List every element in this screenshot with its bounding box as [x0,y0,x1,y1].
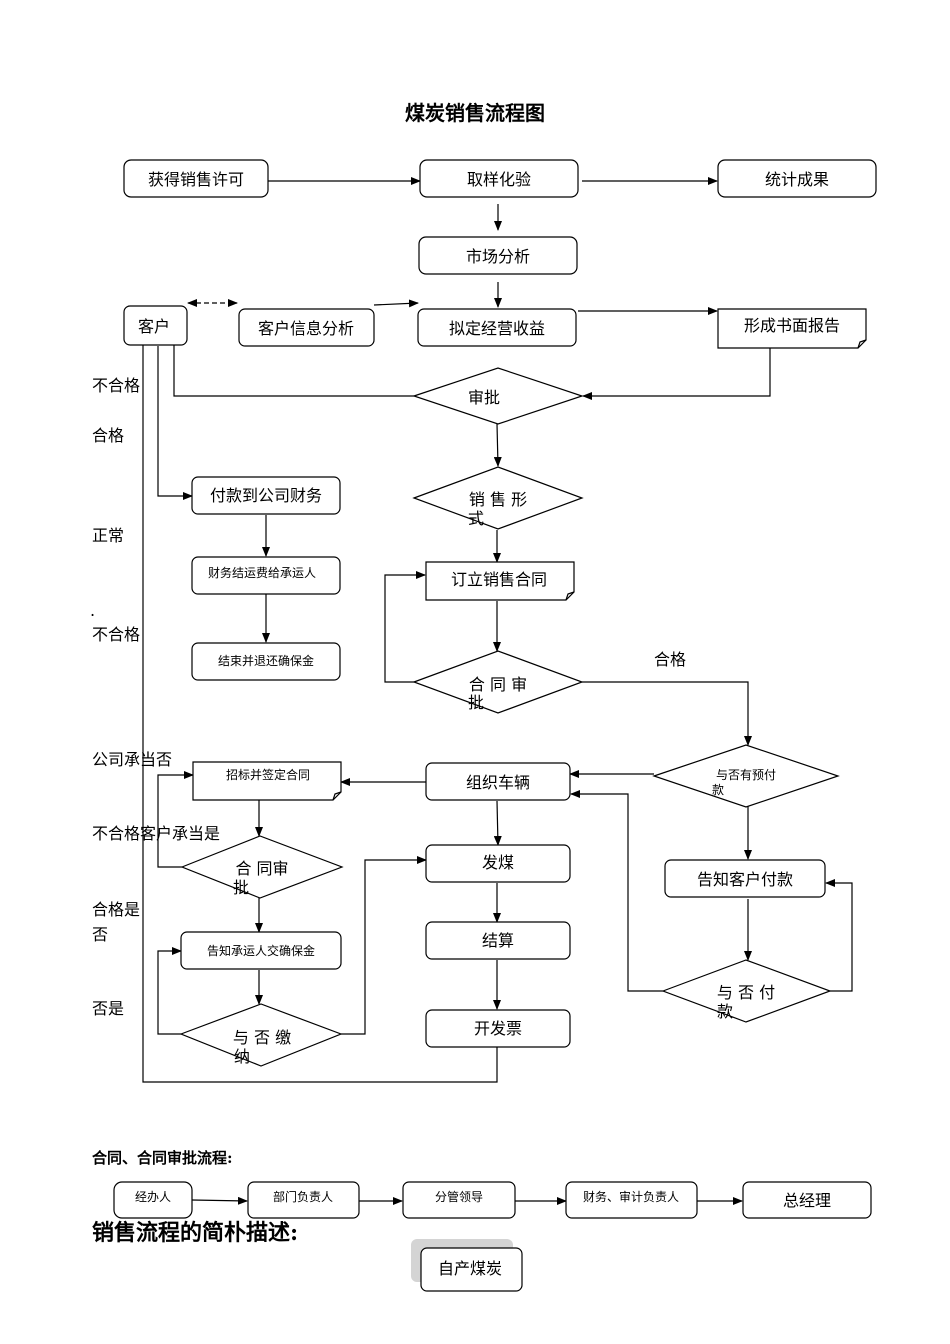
node-label: 合 同审 [235,859,288,878]
node-finance-settle: 财务结运费给承运人 [191,556,341,595]
node-label: 合 同 审 [469,675,527,694]
node-sign-contract: 订立销售合同 [425,561,575,601]
label-unq-customer: 不合格客户承当是 [92,824,220,843]
node-label: 招标并签定合同 [226,767,310,782]
node-contract-review: 合 同 审 批 [412,650,584,714]
node-label: 与 否 缴 [233,1028,291,1047]
node-label: 市场分析 [466,247,530,266]
node-sampling: 取样化验 [419,159,579,198]
connectors [139,177,853,1205]
node-label: 客户信息分析 [258,319,354,338]
node-notify-pay: 告知客户付款 [664,859,826,898]
label-unqualified-2: 不合格 [92,625,140,644]
description-heading: 销售流程的简朴描述: [92,1220,298,1246]
node-label: 审批 [468,388,500,407]
step-label: 总经理 [783,1191,831,1210]
contract-step-supervisor: 分管领导 [402,1181,516,1219]
node-contract-review-b: 合 同审 批 [180,835,344,899]
node-license: 获得销售许可 [123,159,269,198]
node-organize-vehicles: 组织车辆 [425,762,571,801]
node-customer-info: 客户信息分析 [238,308,375,347]
node-plan-revenue: 拟定经营收益 [417,308,577,347]
contract-step-finance-audit: 财务、审计负责人 [565,1181,698,1219]
step-label: 财务、审计负责人 [583,1189,679,1204]
node-prepay: 与否有预付 款 [652,744,840,808]
label-qualified: 合格 [92,426,124,445]
node-label: 订立销售合同 [451,570,547,589]
node-label: 财务结运费给承运人 [208,565,316,580]
node-settle: 结算 [425,921,571,960]
node-pay-finance: 付款到公司财务 [191,476,341,515]
node-stats: 统计成果 [717,159,877,198]
node-label: 批 [468,693,484,712]
label-unqualified: 不合格 [92,376,140,395]
node-bid-contract: 招标并签定合同 [192,761,342,801]
label-company-bears: 公司承当否 [92,750,172,769]
node-label: 拟定经营收益 [449,319,545,338]
node-label: 结算 [482,931,514,950]
node-written-report: 形成书面报告 [717,308,867,349]
node-label: 获得销售许可 [148,170,244,189]
label-dot: . [90,601,95,620]
node-customer: 客户 [123,305,188,346]
node-label: 开发票 [474,1019,522,1038]
node-label: 客户 [138,317,170,336]
node-label: 告知承运人交确保金 [207,943,315,958]
contract-step-gm: 总经理 [742,1181,872,1219]
node-sales-form: 销 售 形 式 [412,466,584,530]
node-approval: 审批 [412,367,584,425]
step-label: 部门负责人 [273,1189,333,1204]
node-market: 市场分析 [418,236,578,275]
label-qual-yes: 合格是 [92,900,140,919]
node-label: 告知客户付款 [697,870,793,889]
node-label: 组织车辆 [466,773,530,792]
node-self-produced-coal: 自产煤炭 [411,1239,523,1292]
node-label: 纳 [234,1047,250,1066]
side-labels: 不合格 合格 正常 . 不合格 合格 公司承当否 不合格客户承当是 合格是 否 … [90,376,686,1018]
label-normal: 正常 [92,526,124,545]
node-label: 与 否 付 [717,983,775,1002]
label-no-yes: 否是 [92,999,124,1018]
node-label: 与否有预付 [716,768,776,782]
contract-step-dept-head: 部门负责人 [247,1181,360,1219]
node-label: 付款到公司财务 [210,486,322,505]
node-ship-coal: 发煤 [425,844,571,883]
step-label: 分管领导 [435,1189,483,1204]
contract-step-handler: 经办人 [113,1181,193,1219]
label-qualified-right: 合格 [654,650,686,669]
contract-section-heading: 合同、合同审批流程: [91,1149,233,1167]
node-label: 款 [712,783,724,797]
page-title: 煤炭销售流程图 [405,101,545,125]
node-label: 批 [233,878,249,897]
node-refund-deposit: 结束并退还确保金 [191,642,341,681]
node-label: 取样化验 [467,170,531,189]
node-label: 结束并退还确保金 [218,653,314,668]
node-label: 形成书面报告 [744,316,840,335]
node-notify-carrier: 告知承运人交确保金 [180,931,342,970]
node-label: 式 [468,509,484,528]
node-deposit-paid: 与 否 缴 纳 [179,1003,343,1067]
node-label: 款 [717,1002,733,1021]
label-no: 否 [92,925,108,944]
node-paid: 与 否 付 款 [661,959,832,1023]
node-label: 发煤 [482,853,514,872]
node-label: 统计成果 [765,170,829,189]
node-invoice: 开发票 [425,1009,571,1048]
node-label: 自产煤炭 [438,1259,502,1278]
node-label: 销 售 形 [469,490,527,509]
step-label: 经办人 [135,1189,171,1204]
